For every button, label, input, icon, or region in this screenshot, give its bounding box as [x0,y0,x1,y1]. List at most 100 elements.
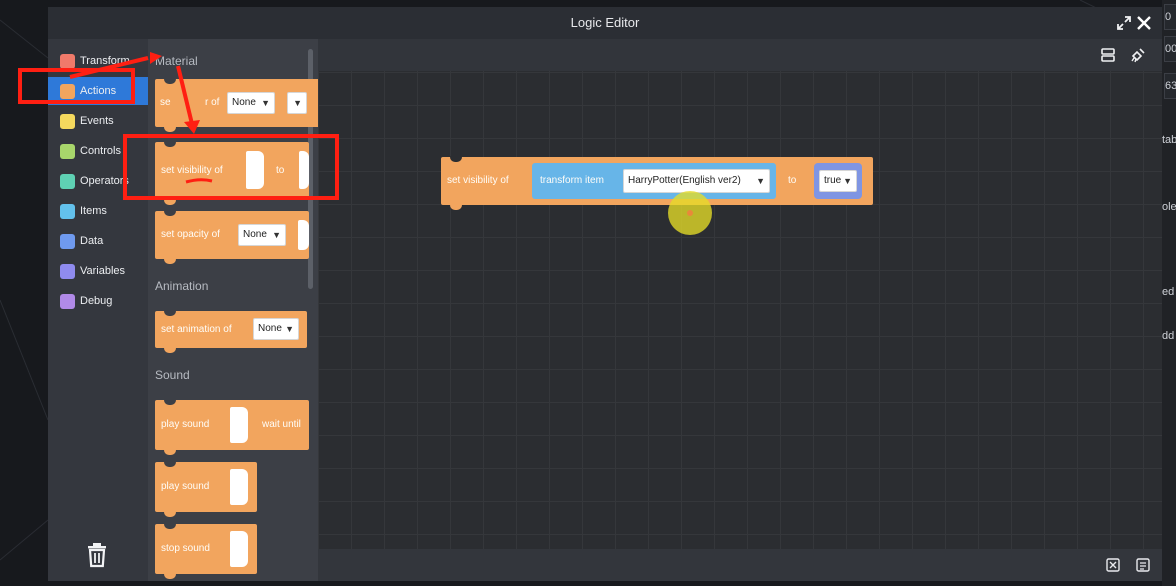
log-icon[interactable] [1136,558,1150,572]
category-swatch [60,84,75,99]
block-label-wait: wait until [262,419,301,430]
block-notch [164,210,176,216]
block-bump [164,126,176,132]
category-swatch [60,294,75,309]
value-input-slot[interactable] [299,151,309,189]
block-label: play sound [161,481,210,492]
animation-target-select[interactable]: None▼ [253,318,299,340]
category-swatch [60,114,75,129]
transform-item-label: transform item [540,175,604,186]
block-set-opacity[interactable]: set opacity of None▼ [155,210,309,264]
category-actions[interactable]: Actions [48,77,148,105]
boolean-block[interactable]: true▼ [814,163,862,199]
background-label: dd [1162,330,1175,342]
block-notch [164,461,176,467]
block-notch [164,310,176,316]
category-swatch [60,204,75,219]
block-set-visibility[interactable]: set visibility of to [155,141,309,205]
value-input-slot[interactable] [298,220,309,250]
window-title: Logic Editor [570,15,640,30]
category-swatch [60,174,75,189]
background-app-panel [1162,0,1176,586]
category-label: Data [80,235,104,247]
opacity-target-select[interactable]: None▼ [238,224,286,246]
block-play-sound[interactable]: play sound [155,461,257,517]
block-bump [164,258,176,264]
block-bump [164,511,176,517]
background-label: ole [1162,201,1176,213]
block-bump [164,573,176,579]
section-heading-sound: Sound [155,368,190,382]
section-heading-material: Material [155,54,198,68]
block-stop-sound[interactable]: stop sound [155,523,257,579]
category-toolbox: Transform Actions Events Controls Operat… [48,39,148,581]
category-label: Operators [80,175,129,187]
block-notch [164,78,176,84]
sound-input-slot[interactable] [230,469,248,505]
block-bump [164,347,176,353]
transform-item-block[interactable]: transform item HarryPotter(English ver2)… [532,163,776,199]
trash-icon[interactable] [84,541,110,569]
block-workspace[interactable]: set visibility of transform item HarryPo… [318,39,1162,549]
category-label: Transform [80,55,130,67]
background-field: 00 [1164,36,1176,62]
category-operators[interactable]: Operators [48,167,148,195]
block-notch [450,156,462,162]
sound-input-slot[interactable] [230,531,248,567]
category-label: Controls [80,145,121,157]
block-label: set visibility of [447,175,509,186]
logic-editor-window: Logic Editor Transform Actions Events Co… [48,7,1162,581]
transform-item-select[interactable]: HarryPotter(English ver2)▼ [623,169,770,193]
workspace-block-set-visibility[interactable]: set visibility of transform item HarryPo… [441,156,873,210]
category-controls[interactable]: Controls [48,137,148,165]
category-label: Debug [80,295,113,307]
category-swatch [60,54,75,69]
category-label: Variables [80,265,126,277]
section-heading-animation: Animation [155,279,209,293]
block-set-color[interactable]: se r of None▼ ▼ to [155,78,318,132]
block-notch [164,523,176,529]
category-events[interactable]: Events [48,107,148,135]
block-label: set visibility of [161,165,223,176]
block-label-to: to [276,165,285,176]
block-label-to: to [788,175,797,186]
category-data[interactable]: Data [48,227,148,255]
category-label: Actions [80,85,117,97]
block-set-animation[interactable]: set animation of None▼ [155,310,307,353]
category-swatch [60,234,75,249]
target-input-slot[interactable] [246,151,264,189]
category-swatch [60,264,75,279]
cursor-highlight [668,191,712,235]
background-label: tab [1162,134,1176,146]
block-notch [164,399,176,405]
category-transform[interactable]: Transform [48,47,148,75]
block-label: stop sound [161,543,210,554]
category-debug[interactable]: Debug [48,287,148,315]
category-variables[interactable]: Variables [48,257,148,285]
block-label: set animation of [161,324,232,335]
category-items[interactable]: Items [48,197,148,225]
layout-icon[interactable] [1100,47,1116,63]
block-label: play sound [161,419,210,430]
boolean-value-select[interactable]: true▼ [819,170,857,192]
block-bump [164,199,176,205]
block-notch [164,141,176,147]
close-icon[interactable] [1134,13,1154,33]
background-label: ed [1162,286,1175,298]
clear-icon[interactable] [1106,558,1120,572]
maximize-icon[interactable] [1114,13,1134,33]
color-target-select[interactable]: None▼ [227,92,275,114]
category-swatch [60,144,75,159]
block-label-start: se [160,97,171,108]
sound-input-slot[interactable] [230,407,248,443]
broom-icon[interactable] [1130,47,1146,63]
background-field: 0 [1164,4,1176,30]
block-bump [164,449,176,455]
block-bump [450,204,462,210]
workspace-footer [318,549,1162,581]
block-label: set opacity of [161,229,220,240]
block-play-sound-wait[interactable]: play sound wait until [155,399,309,455]
color-value-select[interactable]: ▼ [287,92,307,114]
block-flyout: Material se r of None▼ ▼ to set visibili… [148,39,318,581]
workspace-toolbar [318,39,1162,71]
